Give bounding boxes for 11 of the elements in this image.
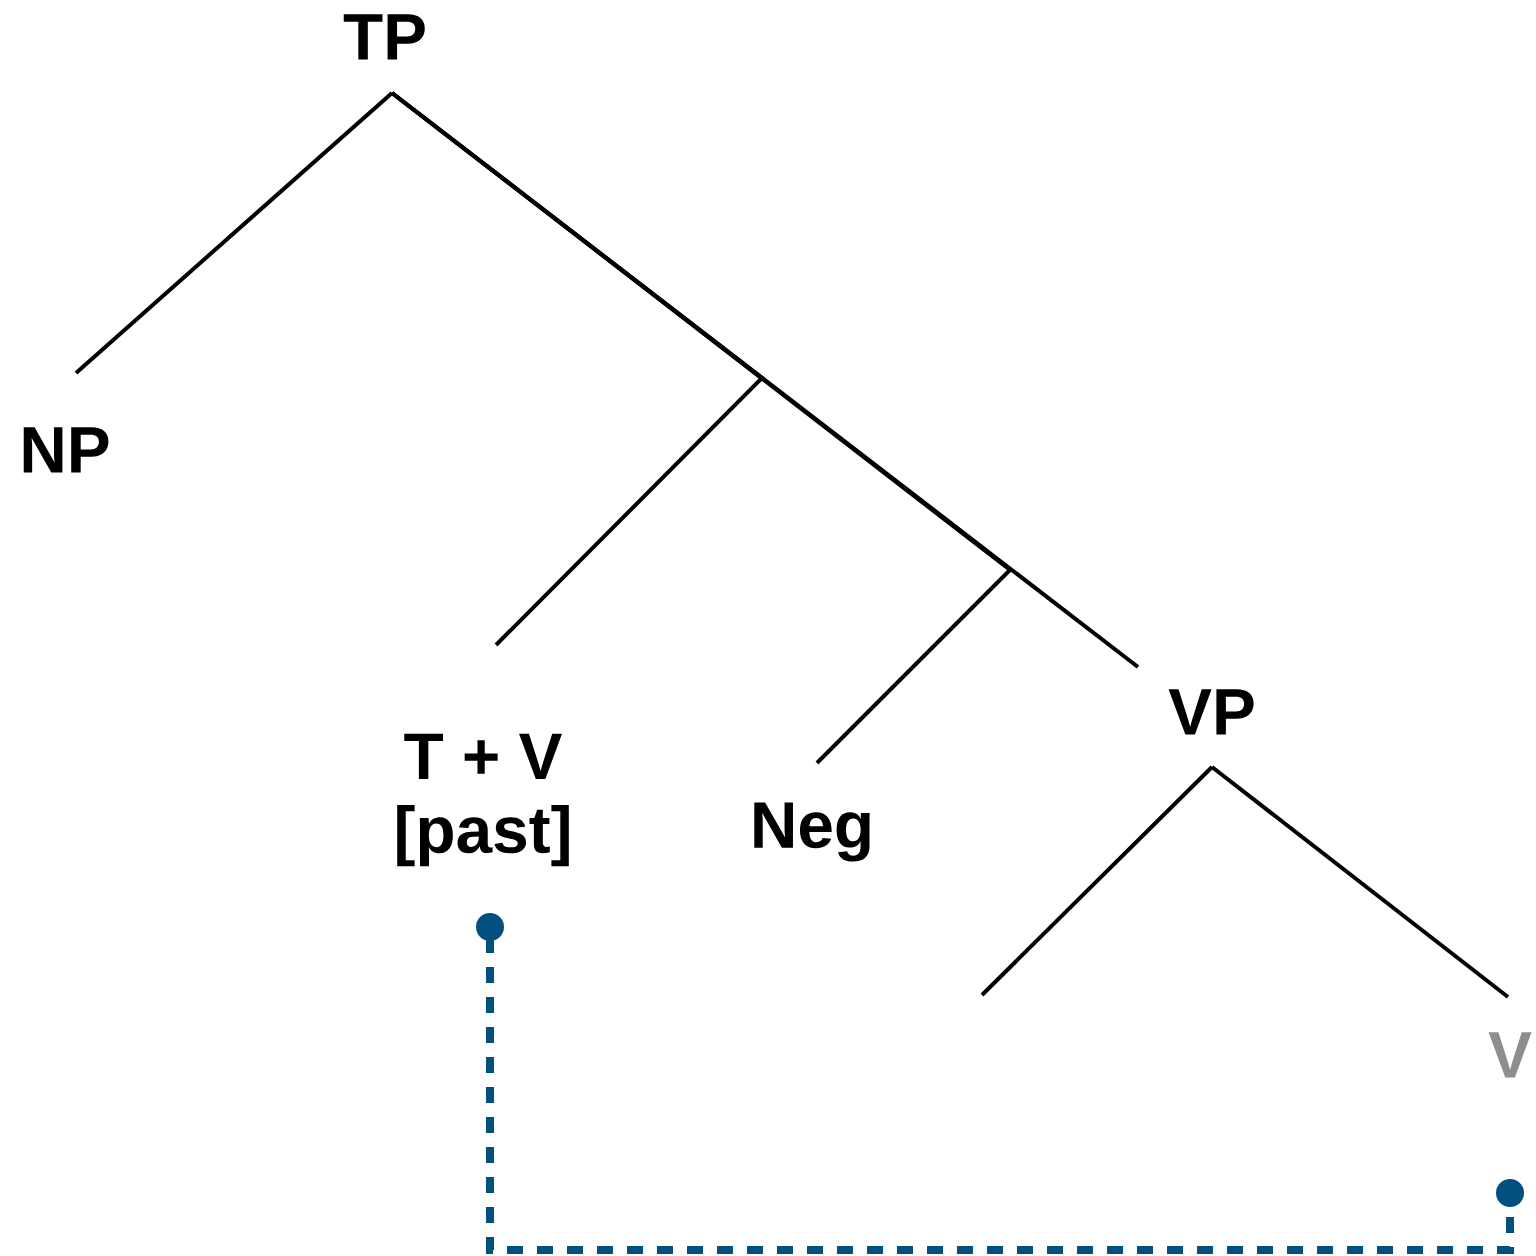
tree-label: VP	[1168, 689, 1254, 735]
tree-label: TP	[343, 14, 425, 60]
branch-line	[980, 765, 1214, 997]
tree-label: V	[1488, 1032, 1532, 1078]
branch-line	[74, 91, 394, 375]
tree-label: T + V [past]	[397, 733, 569, 867]
tree-label: NP	[23, 427, 109, 473]
tree-label: Neg	[754, 802, 870, 862]
branch-line	[390, 91, 1140, 669]
connector-line	[476, 913, 1524, 1254]
branch-line	[1210, 765, 1510, 999]
